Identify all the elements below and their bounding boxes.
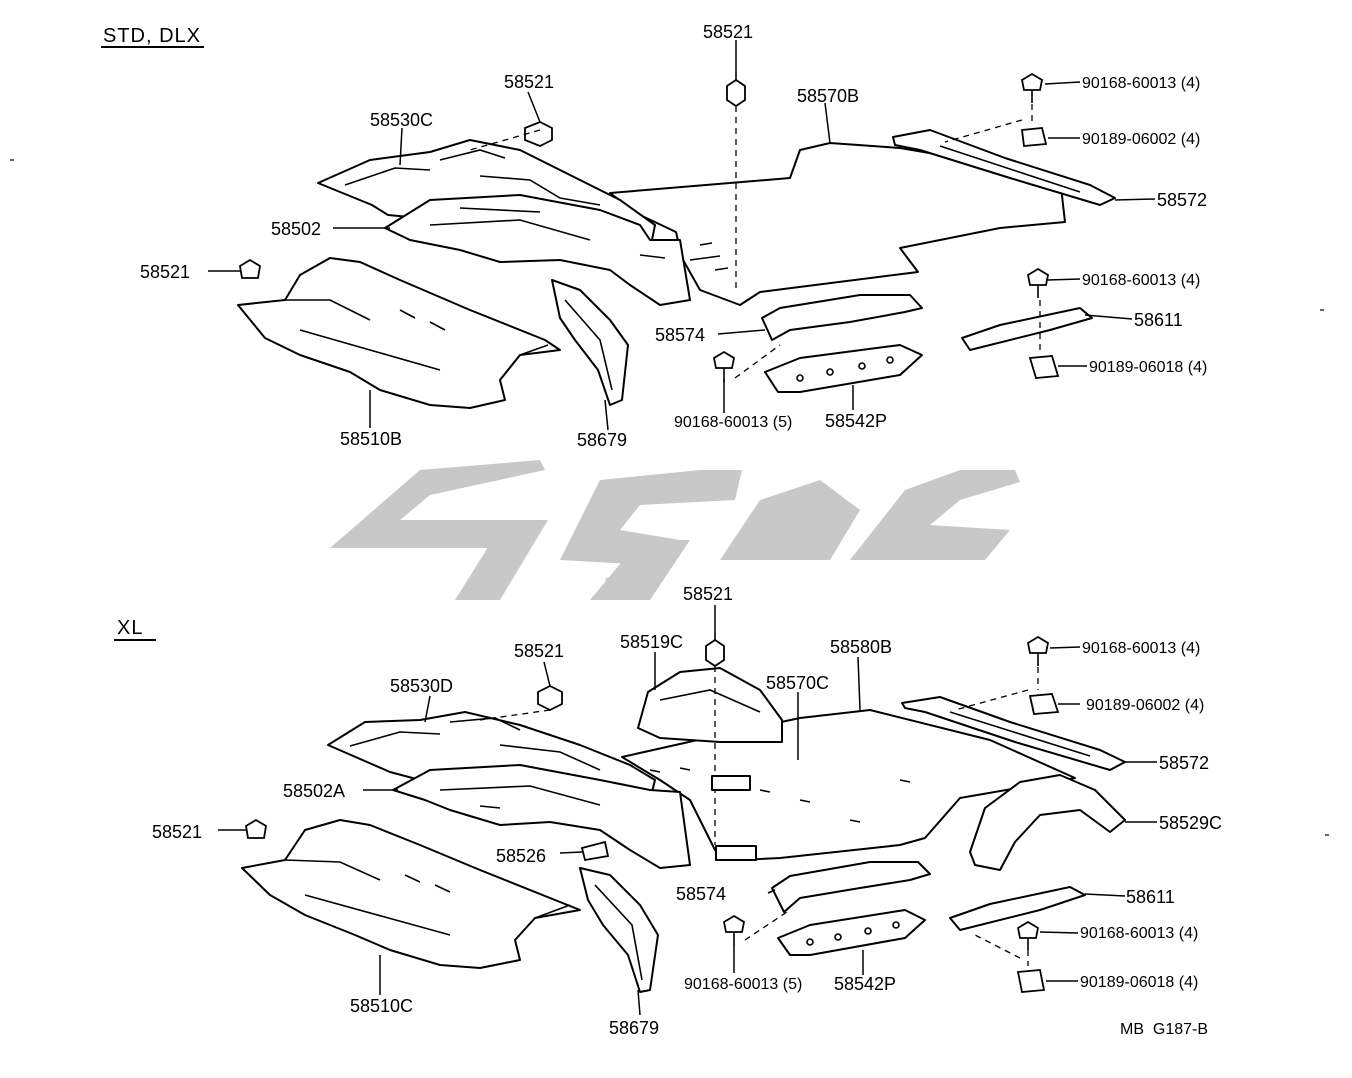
side-piece-58679 <box>551 279 629 406</box>
bolt-90168-icon <box>1016 920 1040 950</box>
part-label: 58521 <box>703 22 753 42</box>
part-label: 58502 <box>271 219 321 239</box>
part-label: 90189-06002 (4) <box>1086 697 1204 714</box>
bolt-90168-icon <box>1026 267 1050 298</box>
part-label: 58570B <box>797 86 859 106</box>
clip-58526-icon <box>580 840 610 862</box>
part-label: 90168-60013 (5) <box>684 976 802 993</box>
part-label: 58542P <box>825 411 887 431</box>
nut-90189-icon <box>1016 969 1046 993</box>
part-label: 90168-60013 (4) <box>1082 75 1200 92</box>
front-panel-58502a <box>392 764 691 869</box>
part-label: 58510C <box>350 996 413 1016</box>
wheel-cover-58529c <box>969 774 1126 871</box>
clip-58521-icon <box>245 818 267 839</box>
part-label: 58502A <box>283 781 345 801</box>
part-label: 58521 <box>683 584 733 604</box>
part-label: 58574 <box>655 325 705 345</box>
figure-reference-code: MB G187-B <box>1120 1021 1208 1038</box>
part-label: 58611 <box>1134 310 1183 330</box>
plate-58542p <box>777 909 926 956</box>
part-label: 58572 <box>1159 753 1209 773</box>
rail-58611 <box>949 886 1086 931</box>
part-label: 58519C <box>620 632 683 652</box>
floor-carpet-58580b <box>621 709 1076 861</box>
part-label: 58530C <box>370 110 433 130</box>
part-label: 58542P <box>834 974 896 994</box>
bolt-90168-icon <box>712 350 736 382</box>
part-label: 58572 <box>1157 190 1207 210</box>
nut-90189-icon <box>1028 693 1060 715</box>
top-assembly <box>208 40 1156 431</box>
part-label: 90168-60013 (4) <box>1082 272 1200 289</box>
bolt-90168-icon <box>722 914 746 946</box>
part-label: 58526 <box>496 846 546 866</box>
part-label: 58510B <box>340 429 402 449</box>
part-label: 58574 <box>676 884 726 904</box>
section-title-xl: XL <box>117 617 143 639</box>
watermark-logo <box>330 460 1020 600</box>
spacer-block <box>711 775 751 791</box>
part-label: 58611 <box>1126 887 1175 907</box>
part-label: 90189-06002 (4) <box>1082 131 1200 148</box>
clip-58521-icon <box>705 632 725 668</box>
side-piece-58679 <box>579 867 659 993</box>
part-label: 90168-60013 (5) <box>674 414 792 431</box>
clip-58521-icon <box>524 121 553 147</box>
nut-90189-icon <box>1028 355 1060 379</box>
part-label: 58570C <box>766 673 829 693</box>
part-label: 58529C <box>1159 813 1222 833</box>
part-label: 58521 <box>152 822 202 842</box>
bolt-90168-icon <box>1026 635 1050 666</box>
bracket-58574 <box>761 294 923 341</box>
rear-tunnel-58510b <box>237 257 561 409</box>
bottom-assembly <box>218 605 1157 1016</box>
clip-58521-icon <box>726 72 746 108</box>
part-label: 90189-06018 (4) <box>1080 974 1198 991</box>
plate-58542p <box>764 344 923 393</box>
part-label: 90168-60013 (4) <box>1082 640 1200 657</box>
wheel-cover-58519c <box>637 667 783 743</box>
clip-58521-icon <box>239 258 261 279</box>
part-label: 58521 <box>504 72 554 92</box>
section-title-std-dlx: STD, DLX <box>103 25 201 47</box>
part-label: 58521 <box>140 262 190 282</box>
rear-tunnel-58510c <box>241 819 581 969</box>
bolt-90168-icon <box>1020 72 1044 103</box>
rail-58611 <box>961 307 1093 351</box>
spacer-block <box>715 845 757 861</box>
part-label: 58679 <box>609 1018 659 1038</box>
part-label: 58521 <box>514 641 564 661</box>
part-label: 90168-60013 (4) <box>1080 925 1198 942</box>
nut-90189-icon <box>1020 127 1048 147</box>
part-label: 58580B <box>830 637 892 657</box>
part-label: 58679 <box>577 430 627 450</box>
bracket-58574 <box>771 861 931 913</box>
part-label: 58530D <box>390 676 453 696</box>
clip-58521-icon <box>537 684 563 712</box>
part-label: 90189-06018 (4) <box>1089 359 1207 376</box>
